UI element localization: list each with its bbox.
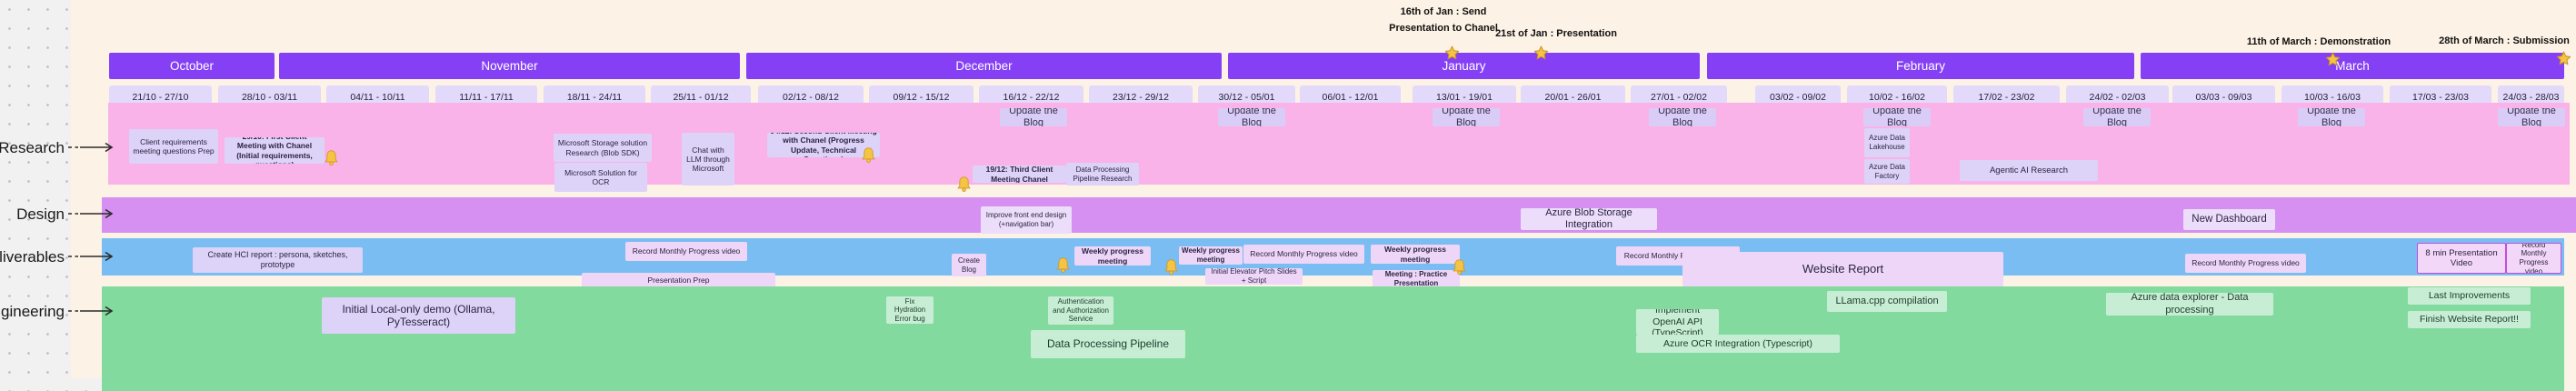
row-band-design [102, 197, 2576, 233]
card-initial-local-only-demo[interactable]: Initial Local-only demo (Ollama, PyTesse… [322, 297, 515, 334]
update-the-blog-chip[interactable]: Update the Blog [2298, 108, 2365, 126]
milestone-21st-of-jan-presentation: 21st of Jan : Presentation [1495, 26, 1617, 43]
card-llama-cpp-compilation[interactable]: LLama.cpp compilation [1827, 291, 1947, 312]
row-arrow-icon [67, 303, 115, 321]
card-authentication-and-authorization-service[interactable]: Authentication and Authorization Service [1048, 296, 1113, 325]
card-create-blog[interactable]: Create Blog [952, 254, 986, 276]
card-initial-elevator-pitch-slides[interactable]: Initial Elevator Pitch Slides + Script [1205, 268, 1303, 285]
row-label-research: Research [0, 139, 115, 157]
month-bar-february: February [1707, 53, 2134, 79]
bell-icon [1452, 257, 1467, 276]
card-new-dashboard[interactable]: New Dashboard [2183, 209, 2275, 230]
month-bar-march: March [2141, 53, 2564, 79]
card-azure-data-explorer-data[interactable]: Azure data explorer - Data processing [2106, 293, 2273, 316]
card-agentic-ai-research[interactable]: Agentic AI Research [1960, 160, 2098, 181]
card-data-processing-pipeline-research[interactable]: Data Processing Pipeline Research [1066, 163, 1139, 185]
milestone-text: 16th of Jan : Send [1400, 6, 1487, 17]
card-weekly-progress-meeting[interactable]: Weekly progress meeting [1371, 245, 1460, 264]
update-the-blog-chip[interactable]: Update the Blog [1649, 108, 1716, 126]
card-weekly-progress-meeting[interactable]: Weekly progress meeting [1074, 246, 1151, 266]
grid-corner [71, 378, 102, 391]
update-the-blog-chip[interactable]: Update the Blog [1863, 108, 1931, 126]
card-improve-front-end-design[interactable]: Improve front end design (+navigation ba… [981, 206, 1072, 234]
update-the-blog-chip[interactable]: Update the Blog [1000, 108, 1067, 126]
row-label-design: Design [0, 206, 115, 224]
star-icon [1444, 45, 1460, 61]
milestone-28th-of-march-submission: 28th of March : Submission [2439, 34, 2570, 50]
row-label-text: Research [0, 139, 65, 156]
card-19-12-third-client[interactable]: 19/12: Third Client Meeting Chanel [973, 165, 1066, 183]
row-arrow-icon [67, 248, 115, 266]
milestone-text: Presentation to Chanel [1389, 22, 1498, 34]
update-the-blog-chip[interactable]: Update the Blog [2498, 108, 2565, 126]
card-client-requirements-meeting-questions[interactable]: Client requirements meeting questions Pr… [129, 129, 218, 164]
card-chat-with-llm-through[interactable]: Chat with LLM through Microsoft [682, 133, 734, 185]
card-weekly-progress-meeting[interactable]: Weekly progress meeting [1179, 246, 1243, 265]
update-the-blog-chip[interactable]: Update the Blog [1218, 108, 1285, 126]
card-29-10-first-client[interactable]: 29/10: First Client Meeting with Chanel … [225, 137, 324, 164]
row-label-text: Design [16, 206, 65, 223]
card-record-monthly-progress-video[interactable]: Record Monthly Progress video [625, 242, 747, 261]
star-icon [2556, 51, 2571, 66]
row-band-research [108, 103, 2570, 185]
month-bar-november: November [279, 53, 740, 79]
row-label-text: Deliverables [0, 248, 65, 266]
card-implement-openai-api-typescript[interactable]: Implement OpenAI API (TypeScript) [1636, 309, 1719, 335]
month-bar-december: December [746, 53, 1222, 79]
bell-icon [1163, 257, 1179, 276]
card-fix-hydration-error-bug[interactable]: Fix Hydration Error bug [886, 296, 934, 324]
milestone-11th-of-march-demonstration: 11th of March : Demonstration [2247, 35, 2391, 51]
update-the-blog-chip[interactable]: Update the Blog [1433, 108, 1500, 126]
card-record-monthly-progress-video[interactable]: Record Monthly Progress video [1243, 245, 1364, 264]
card-website-report[interactable]: Website Report [1682, 252, 2003, 286]
row-label-engineering: Engineering [0, 303, 115, 321]
update-the-blog-chip[interactable]: Update the Blog [2083, 108, 2151, 126]
card-last-improvements[interactable]: Last Improvements [2408, 287, 2531, 305]
milestone-text: 28th of March : Submission [2439, 35, 2570, 46]
star-icon [1533, 45, 1549, 61]
bell-icon [956, 175, 972, 194]
card-microsoft-solution-for-ocr[interactable]: Microsoft Solution for OCR [554, 163, 647, 192]
card-record-monthly-progress-video[interactable]: Record Monthly Progress video [2185, 254, 2306, 273]
month-bar-january: January [1228, 53, 1700, 79]
card-azure-data-factory[interactable]: Azure Data Factory [1864, 159, 1910, 184]
card-microsoft-storage-solution-research[interactable]: Microsoft Storage solution Research (Blo… [554, 134, 652, 162]
row-arrow-icon [67, 206, 115, 224]
row-label-deliverables: Deliverables [0, 248, 115, 266]
card-azure-ocr-integration-typescript[interactable]: Azure OCR Integration (Typescript) [1636, 335, 1840, 353]
card-azure-blob-storage-integration[interactable]: Azure Blob Storage Integration [1521, 208, 1657, 230]
milestone-text: 11th of March : Demonstration [2246, 36, 2391, 47]
card-azure-data-lakehouse[interactable]: Azure Data Lakehouse [1864, 128, 1910, 157]
card-record-monthly-progress-video[interactable]: Record Monthly Progress video [2506, 243, 2561, 274]
card-8-min-presentation-video[interactable]: 8 min Presentation Video [2417, 243, 2506, 274]
star-icon [2325, 52, 2341, 67]
card-presentation-prep[interactable]: Presentation Prep [582, 273, 775, 288]
card-meeting-practice-presentation[interactable]: Meeting : Practice Presentation [1373, 270, 1460, 287]
card-data-processing-pipeline[interactable]: Data Processing Pipeline [1031, 330, 1185, 358]
row-arrow-icon [67, 139, 115, 157]
bell-icon [1055, 256, 1071, 275]
card-04-12-second-client[interactable]: 04/12: Second Client Meeting with Chanel… [767, 133, 880, 157]
milestone-text: 21st of Jan : Presentation [1495, 28, 1617, 39]
card-finish-website-report[interactable]: Finish Website Report!! [2408, 311, 2531, 328]
bell-icon [861, 145, 876, 165]
row-label-text: Engineering [0, 303, 65, 320]
bell-icon [324, 148, 339, 167]
card-create-hci-report-persona[interactable]: Create HCI report : persona, sketches, p… [193, 247, 363, 273]
month-bar-october: October [109, 53, 275, 79]
